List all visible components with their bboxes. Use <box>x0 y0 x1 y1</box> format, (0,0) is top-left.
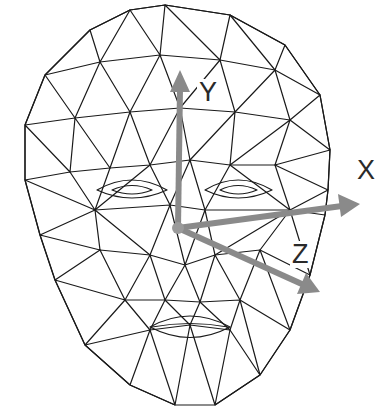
mesh-zigzag <box>55 250 310 345</box>
mesh-zigzag <box>85 300 290 385</box>
right-eye <box>205 180 272 198</box>
left-eye <box>97 180 167 198</box>
right-eye-inner <box>220 186 257 195</box>
z-axis <box>178 228 304 285</box>
wireframe-mesh <box>25 5 330 405</box>
y-arrowhead <box>170 70 190 92</box>
left-eye-inner <box>112 186 152 195</box>
mouth <box>150 316 230 338</box>
face-outline <box>25 5 330 405</box>
z-arrowhead <box>297 273 320 294</box>
axis-label: X <box>355 157 377 184</box>
axis-label: Z <box>290 241 311 268</box>
y-axis <box>178 88 180 228</box>
axes <box>170 70 360 294</box>
origin-dot <box>172 222 184 234</box>
x-arrowhead <box>338 194 360 217</box>
mouth-line <box>152 324 228 328</box>
x-axis <box>178 206 342 228</box>
axis-label: Y <box>197 79 219 106</box>
mesh-row <box>90 5 285 45</box>
mesh-row <box>130 325 260 385</box>
